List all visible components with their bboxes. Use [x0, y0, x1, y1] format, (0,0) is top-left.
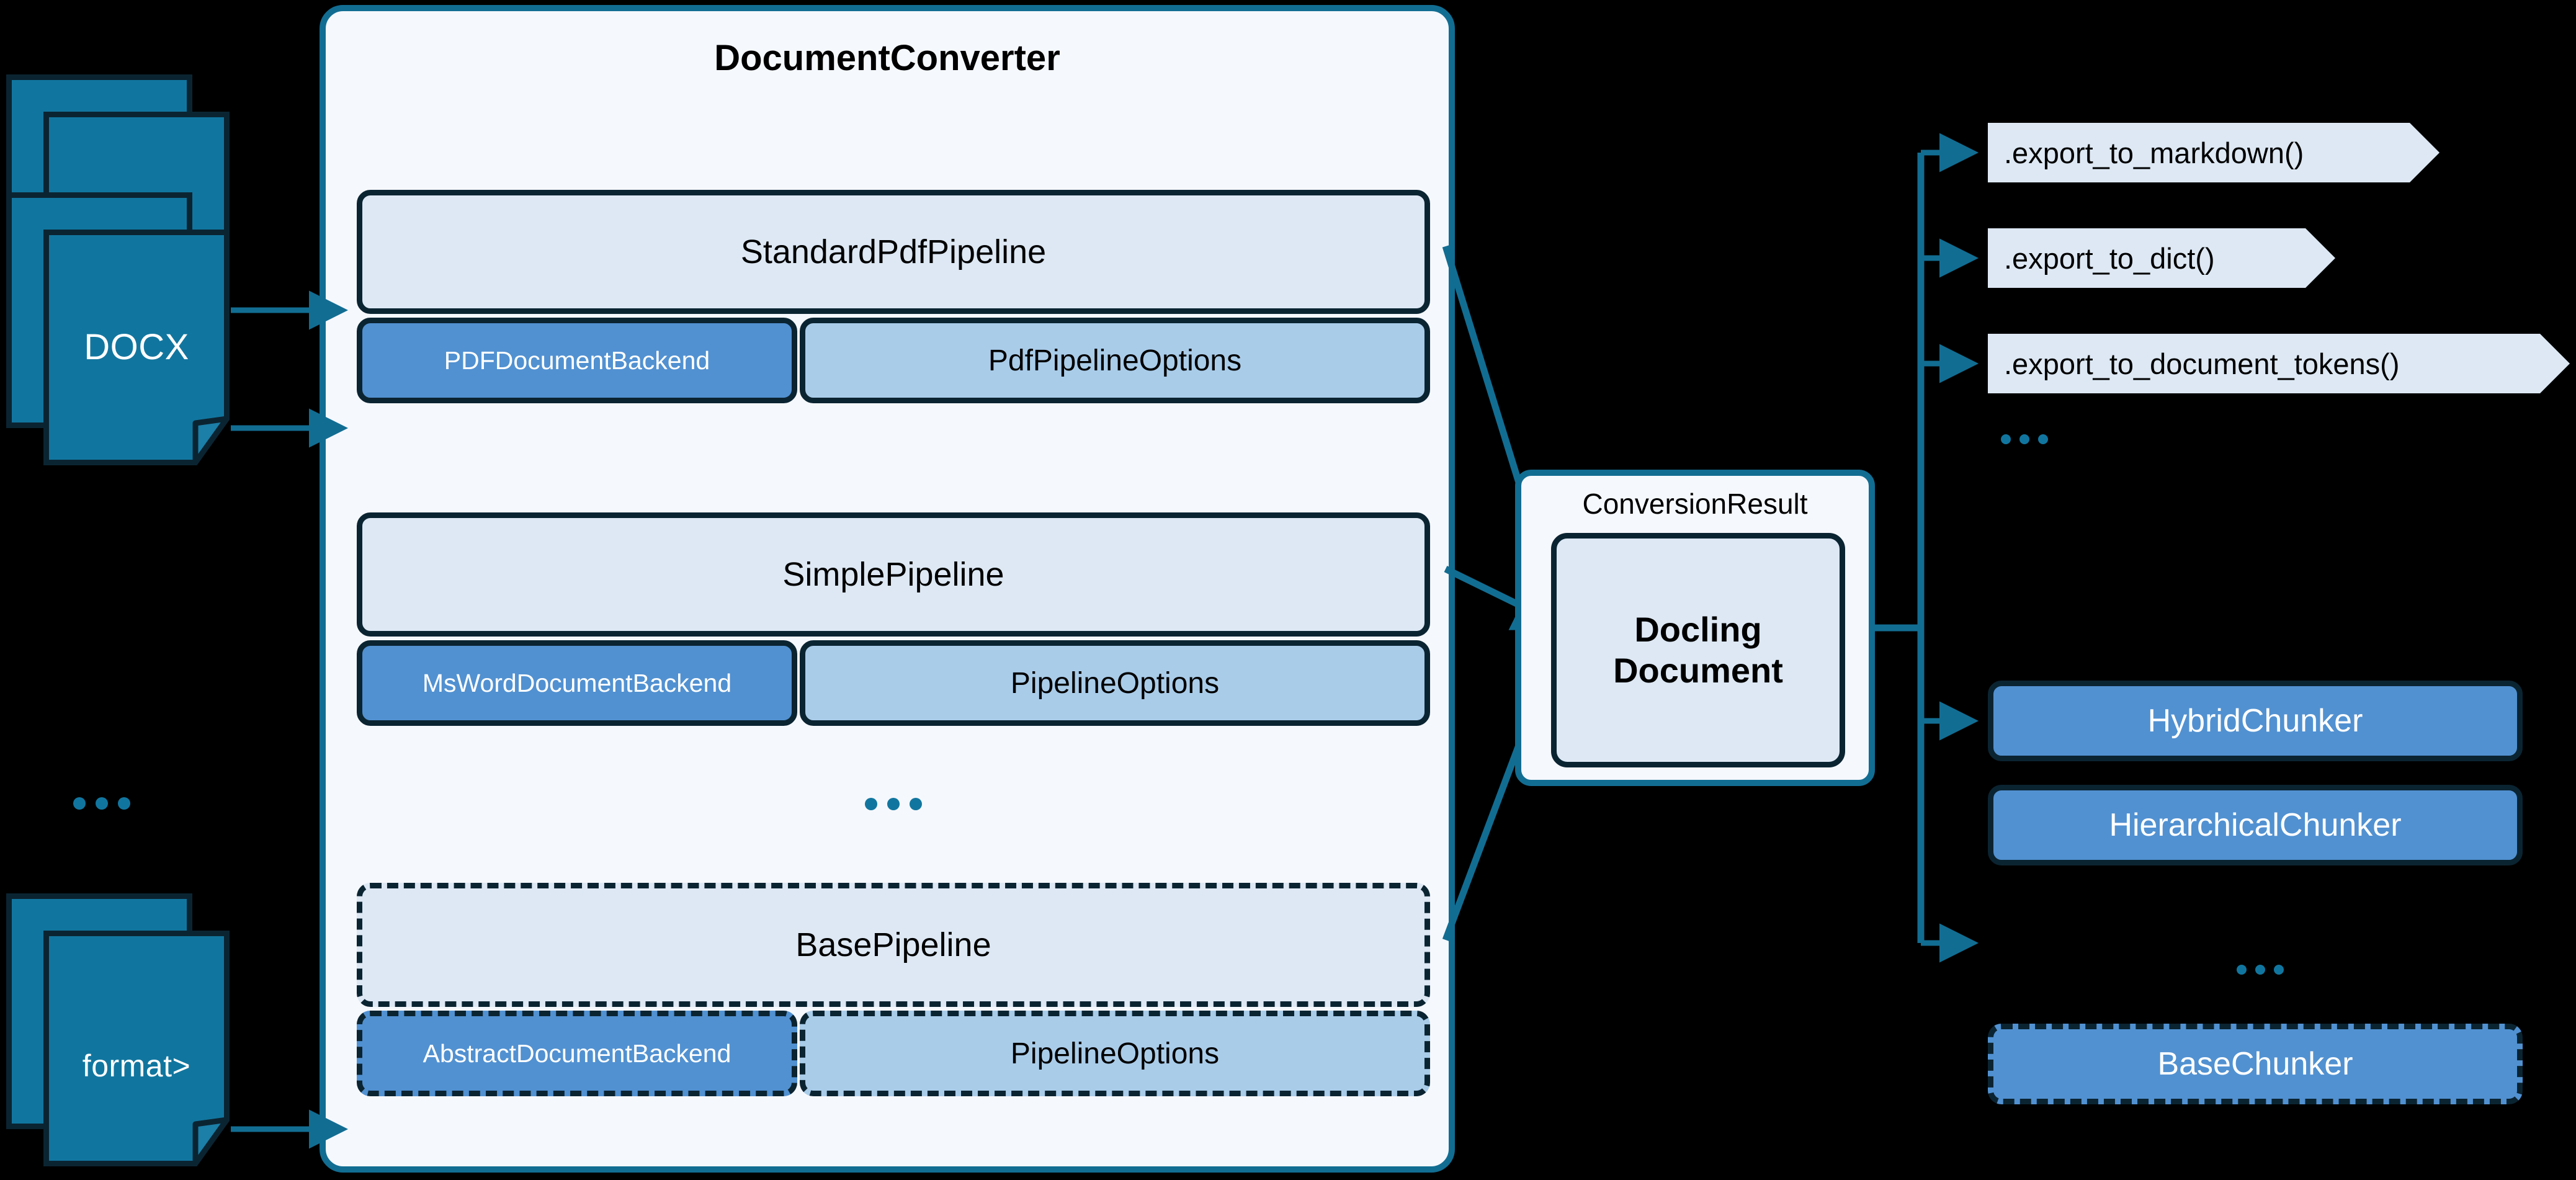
document-stack-icon	[43, 931, 230, 1166]
pipeline-name: StandardPdfPipeline	[357, 190, 1430, 314]
chunker-label: BaseChunker	[2157, 1046, 2353, 1082]
page-title: DocumentConverter	[714, 38, 1060, 78]
ellipsis-dots	[2232, 965, 2288, 975]
ellipsis-dots	[68, 797, 135, 810]
input-doc-label: DOCX	[84, 326, 189, 367]
document-converter-panel: DocumentConverter StandardPdfPipeline PD…	[320, 5, 1455, 1173]
pipeline-name: BasePipeline	[357, 883, 1430, 1007]
pipeline-name: SimplePipeline	[357, 512, 1430, 637]
chunker-ellipsis	[2232, 965, 2288, 978]
export-document-tokens-chevron[interactable]: .export_to_document_tokens()	[1988, 334, 2570, 393]
ellipsis-dots	[1997, 434, 2052, 444]
document-stack-icon	[43, 230, 230, 465]
export-ellipsis	[1997, 434, 2052, 447]
pipeline-components-row: MsWordDocumentBackend PipelineOptions	[357, 640, 1430, 726]
input-ellipsis	[68, 797, 135, 813]
input-doc-label-line: format>	[83, 1014, 190, 1083]
chunker-hybrid[interactable]: HybridChunker	[1988, 681, 2523, 761]
pipeline-backend[interactable]: PDFDocumentBackend	[357, 318, 797, 403]
chunker-label: HierarchicalChunker	[2109, 807, 2402, 843]
output-branch-edges	[1921, 133, 1979, 963]
export-label: .export_to_document_tokens()	[2004, 347, 2400, 380]
export-dict-chevron[interactable]: .export_to_dict()	[1988, 228, 2335, 288]
pipeline-backend[interactable]: AbstractDocumentBackend	[357, 1011, 797, 1096]
pipeline-backend[interactable]: MsWordDocumentBackend	[357, 640, 797, 726]
pipeline-standard-pdf[interactable]: StandardPdfPipeline PDFDocumentBackend P…	[357, 190, 1430, 403]
chunker-hierarchical[interactable]: HierarchicalChunker	[1988, 785, 2523, 865]
ellipsis-dots	[860, 798, 927, 810]
input-doc-label-line: format>	[82, 1048, 191, 1083]
pipeline-options[interactable]: PdfPipelineOptions	[800, 318, 1430, 403]
pipeline-components-row: AbstractDocumentBackend PipelineOptions	[357, 1011, 1430, 1096]
pipeline-options[interactable]: PipelineOptions	[800, 640, 1430, 726]
pipeline-components-row: PDFDocumentBackend PdfPipelineOptions	[357, 318, 1430, 403]
export-label: .export_to_dict()	[2004, 241, 2215, 275]
input-doc-label: format>	[43, 931, 230, 1166]
result-to-outputs-edges	[1875, 153, 1925, 943]
pipeline-simple[interactable]: SimplePipeline MsWordDocumentBackend Pip…	[357, 512, 1430, 726]
pipeline-ellipsis	[326, 798, 1461, 813]
pipeline-options[interactable]: PipelineOptions	[800, 1011, 1430, 1096]
chunker-label: HybridChunker	[2147, 703, 2363, 739]
pipeline-base[interactable]: BasePipeline AbstractDocumentBackend Pip…	[357, 883, 1430, 1096]
export-markdown-chevron[interactable]: .export_to_markdown()	[1988, 123, 2440, 182]
export-label: .export_to_markdown()	[2004, 136, 2304, 169]
conversion-result-title: ConversionResult	[1582, 488, 1808, 520]
chunker-base[interactable]: BaseChunker	[1988, 1024, 2523, 1104]
